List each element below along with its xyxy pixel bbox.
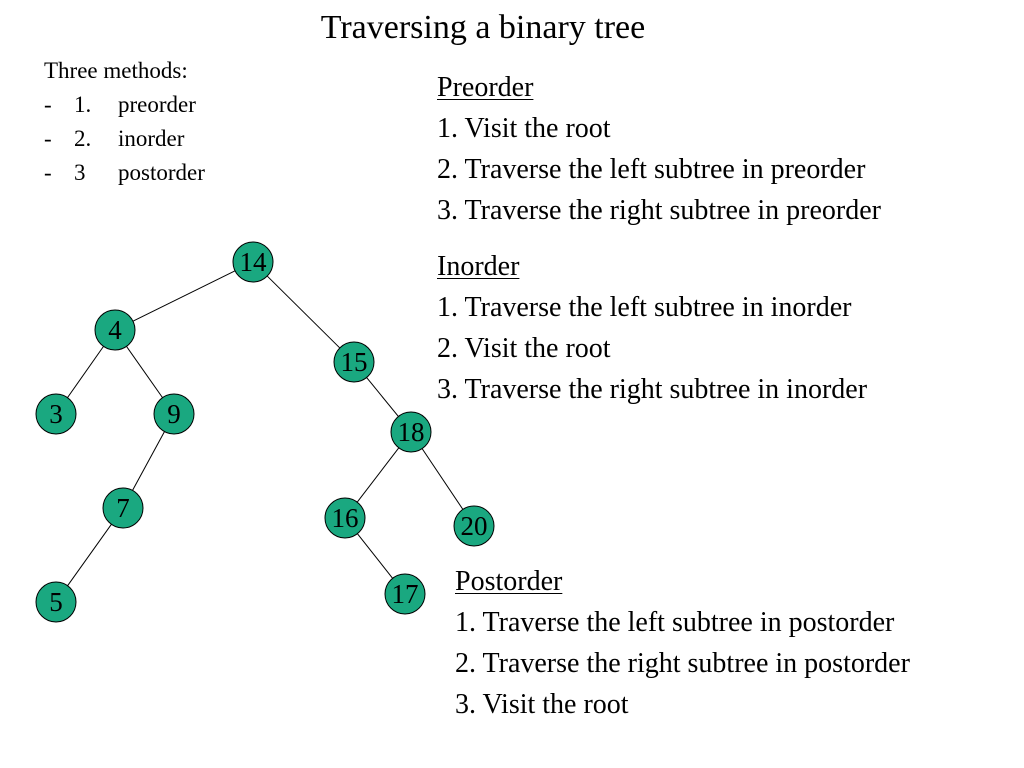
tree-node-circle <box>384 573 426 615</box>
slide-title: Traversing a binary tree <box>320 9 646 46</box>
methods-item-dash: - <box>44 92 52 117</box>
tree-nodes: 14 4 15 3 9 18 7 16 20 5 17 <box>35 241 495 623</box>
tree-edges <box>67 270 464 587</box>
tree-node-label: 16 <box>332 503 359 533</box>
methods-item-dash: - <box>44 126 52 151</box>
tree-node-label: 20 <box>461 511 488 541</box>
postorder-step: 2. Traverse the right subtree in postord… <box>455 648 910 679</box>
tree-edge-9-7 <box>132 431 165 491</box>
tree-edge-16-17 <box>357 533 393 579</box>
tree-edge-14-15 <box>266 275 341 349</box>
inorder-heading: Inorder <box>437 251 520 282</box>
inorder-step: 3. Traverse the right subtree in inorder <box>437 374 868 405</box>
preorder-step: 3. Traverse the right subtree in preorde… <box>437 195 881 226</box>
tree-edge-4-3 <box>67 346 104 398</box>
methods-item-label: preorder <box>118 92 196 117</box>
inorder-step: 2. Visit the root <box>437 333 611 364</box>
methods-list: Three methods: - 1. preorder - 2. inorde… <box>44 54 205 190</box>
tree-node-15: 15 <box>333 341 375 383</box>
methods-heading: Three methods: <box>44 58 188 83</box>
tree-node-5: 5 <box>35 581 77 623</box>
tree-node-circle <box>102 487 144 529</box>
tree-node-circle <box>324 497 366 539</box>
tree-node-label: 9 <box>167 399 181 429</box>
tree-node-label: 3 <box>49 399 63 429</box>
tree-edge-18-20 <box>421 448 464 510</box>
methods-item-number: 1. <box>74 92 92 117</box>
tree-node-label: 18 <box>398 417 425 447</box>
preorder-step: 2. Traverse the left subtree in preorder <box>437 154 866 185</box>
tree-edge-4-9 <box>126 346 163 398</box>
tree-node-17: 17 <box>384 573 426 615</box>
postorder-heading: Postorder <box>455 566 563 597</box>
methods-item-dash: - <box>44 160 52 185</box>
tree-node-circle <box>153 393 195 435</box>
tree-edge-15-18 <box>366 377 399 417</box>
tree-node-18: 18 <box>390 411 432 453</box>
tree-node-label: 17 <box>392 579 419 609</box>
tree-node-circle <box>333 341 375 383</box>
tree-node-circle <box>390 411 432 453</box>
methods-item: - 3 postorder <box>44 156 205 190</box>
tree-edge-7-5 <box>67 523 112 587</box>
tree-node-9: 9 <box>153 393 195 435</box>
tree-edge-18-16 <box>356 447 400 503</box>
postorder-step: 1. Traverse the left subtree in postorde… <box>455 607 895 638</box>
tree-node-4: 4 <box>94 309 136 351</box>
tree-node-3: 3 <box>35 393 77 435</box>
tree-node-16: 16 <box>324 497 366 539</box>
preorder-step: 1. Visit the root <box>437 113 611 144</box>
methods-item-number: 2. <box>74 126 92 151</box>
tree-node-label: 4 <box>108 315 122 345</box>
preorder-heading: Preorder <box>437 72 534 103</box>
methods-item-label: postorder <box>118 160 205 185</box>
tree-node-20: 20 <box>453 505 495 547</box>
methods-item-label: inorder <box>118 126 185 151</box>
tree-node-circle <box>94 309 136 351</box>
tree-node-label: 14 <box>240 247 268 277</box>
tree-node-14: 14 <box>232 241 274 283</box>
postorder-step: 3. Visit the root <box>455 689 629 720</box>
tree-node-label: 15 <box>341 347 368 377</box>
tree-node-circle <box>35 393 77 435</box>
tree-node-circle <box>453 505 495 547</box>
methods-item: - 2. inorder <box>44 122 205 156</box>
tree-node-7: 7 <box>102 487 144 529</box>
tree-node-circle <box>232 241 274 283</box>
tree-node-circle <box>35 581 77 623</box>
tree-node-label: 5 <box>49 587 63 617</box>
inorder-block: Inorder 1. Traverse the left subtree in … <box>437 246 867 410</box>
methods-item-number: 3 <box>74 160 86 185</box>
methods-item: - 1. preorder <box>44 88 205 122</box>
postorder-block: Postorder 1. Traverse the left subtree i… <box>455 561 910 725</box>
preorder-block: Preorder 1. Visit the root 2. Traverse t… <box>437 67 881 231</box>
inorder-step: 1. Traverse the left subtree in inorder <box>437 292 852 323</box>
tree-node-label: 7 <box>116 493 130 523</box>
tree-edge-14-4 <box>132 270 236 322</box>
